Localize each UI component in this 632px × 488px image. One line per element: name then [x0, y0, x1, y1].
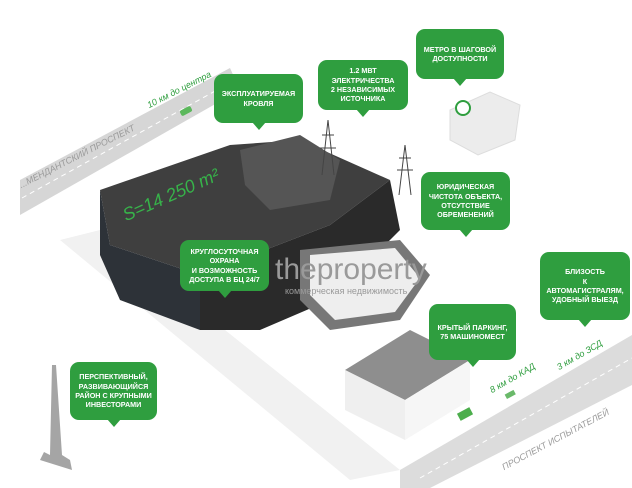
- watermark-tagline: коммерческая недвижимость: [285, 286, 408, 296]
- building-facade: [100, 190, 200, 330]
- car-icon: [504, 389, 516, 399]
- truck-icon: [456, 407, 474, 421]
- callout-security: Круглосуточная охрана и возможность дост…: [180, 240, 269, 298]
- callout-legal: Юридическая чистота объекта, отсутствие …: [421, 172, 510, 237]
- car-icon: [179, 106, 193, 116]
- callout-metro: Метро в шаговой доступности: [416, 29, 504, 86]
- callout-district: Перспективный, развивающийся район с кру…: [70, 362, 157, 427]
- power-pylon-icon: [320, 119, 413, 196]
- lakhta-tower: [40, 365, 72, 470]
- bottom-road: [400, 335, 632, 488]
- callout-parking: Крытый паркинг, 75 машиномест: [429, 304, 516, 367]
- callout-power: 1.2 МВт электричества 2 независимых исто…: [318, 60, 408, 117]
- callout-roof: Эксплуатируемая кровля: [214, 74, 303, 130]
- building-tower: [240, 135, 340, 210]
- metro-logo-icon: [455, 100, 471, 116]
- watermark-brand: theproperty: [275, 253, 427, 286]
- callout-highways: Близость к автомагистралям, удобный выез…: [540, 252, 630, 327]
- top-road: [20, 68, 240, 215]
